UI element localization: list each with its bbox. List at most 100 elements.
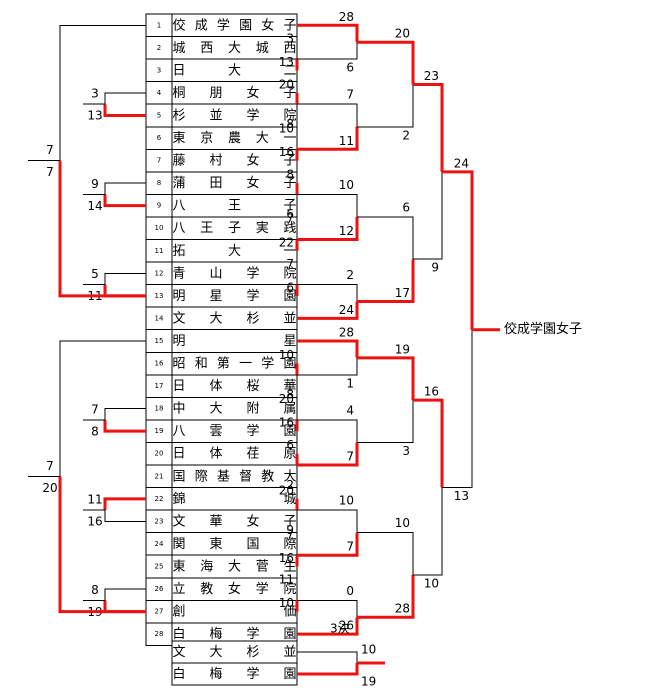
bracket-line-winner — [413, 82, 444, 172]
left-score-top: 7 — [46, 459, 54, 473]
score-top: 20 — [279, 392, 294, 406]
team-number: 23 — [155, 517, 164, 525]
score-top: 23 — [424, 69, 439, 83]
left-bracket-winner — [103, 600, 146, 614]
team-name-text: 東海大菅生 — [173, 558, 297, 574]
bracket-line-loser — [413, 487, 443, 576]
bracket-line-loser — [297, 103, 358, 127]
bracket-line-winner — [297, 617, 359, 636]
left-bracket-winner — [103, 419, 146, 433]
team-number: 21 — [155, 472, 164, 480]
bracket-line-loser — [357, 532, 414, 575]
left-bracket-loser — [104, 588, 146, 601]
bracket-line-loser — [357, 84, 414, 128]
team-name: 立教女学院 — [173, 581, 297, 597]
bracket-line-loser — [297, 599, 358, 618]
score-bottom: 2 — [402, 128, 410, 142]
team-number: 14 — [155, 314, 164, 322]
team-name-text: 八王子実践 — [173, 220, 297, 236]
left-score-top: 5 — [91, 267, 99, 281]
team-name: 城西大城西 — [173, 41, 297, 56]
bracket-line-winner — [357, 259, 415, 304]
left-bracket-loser — [104, 510, 146, 522]
team-name: 東海大菅生 — [173, 558, 297, 574]
score-bottom: 10 — [279, 596, 294, 610]
left-score-top: 7 — [46, 143, 54, 157]
left-bracket-winner — [103, 194, 146, 208]
score-bottom: 3 — [402, 444, 410, 458]
score-top: 10 — [339, 494, 354, 508]
team-number: 3 — [157, 66, 161, 74]
team-number: 7 — [157, 157, 161, 165]
team-number: 9 — [157, 202, 161, 210]
champion-name: 佼成学園女子 — [504, 321, 582, 337]
team-number: 27 — [155, 608, 164, 616]
bracket-line-loser — [297, 284, 358, 302]
score-top: 28 — [339, 10, 354, 24]
score-bottom: 6 — [346, 61, 354, 75]
score-bottom: 11 — [339, 134, 354, 148]
team-number: 26 — [155, 585, 164, 593]
bracket-line-loser — [413, 171, 443, 260]
bracket-line-loser — [297, 357, 358, 376]
team-number: 10 — [155, 224, 164, 232]
third-place-loser-line — [297, 651, 358, 663]
score-top: 4 — [346, 403, 354, 417]
team-number: 13 — [155, 292, 164, 300]
bracket-line-winner — [297, 442, 359, 467]
score-bottom: 22 — [279, 235, 294, 249]
left-bracket-loser — [104, 408, 146, 420]
left-score-top: 3 — [91, 87, 99, 101]
bracket-line-loser — [442, 329, 473, 489]
score-top: 7 — [346, 88, 354, 102]
team-number: 20 — [155, 450, 164, 458]
team-name: 八王子実践 — [173, 220, 297, 236]
score-bottom: 9 — [431, 261, 439, 275]
team-number: 5 — [157, 111, 161, 119]
team-number: 6 — [157, 134, 162, 142]
bracket-line-winner — [357, 40, 415, 85]
score-top: 6 — [402, 200, 410, 214]
team-number: 22 — [155, 495, 164, 503]
score-top: 11 — [279, 573, 294, 587]
team-number: 24 — [155, 540, 164, 548]
score-bottom: 26 — [339, 619, 354, 633]
bracket-line-loser — [297, 509, 358, 533]
score-bottom: 9 — [286, 523, 294, 537]
score-bottom: 7 — [346, 450, 354, 464]
team-name-text: 城西大城西 — [173, 41, 297, 56]
team-name-text: 東京農大一 — [173, 130, 297, 146]
score-bottom: 8 — [286, 388, 294, 402]
team-number: 19 — [155, 427, 164, 435]
bracket-line-loser — [297, 419, 358, 443]
score-top: 6 — [286, 438, 294, 452]
team-number: 16 — [155, 360, 164, 368]
score-top: 8 — [286, 168, 294, 182]
bracket-line-winner — [357, 356, 415, 401]
score-bottom: 13 — [454, 489, 469, 503]
score-bottom: 13 — [279, 55, 294, 69]
left-bracket-winner — [103, 284, 146, 298]
bracket-line-winner — [297, 339, 359, 358]
team-number: 4 — [157, 89, 162, 97]
left-score-bottom: 20 — [42, 481, 57, 495]
team-number: 2 — [157, 44, 161, 52]
score-bottom: 16 — [279, 551, 294, 565]
score-bottom: 17 — [395, 286, 410, 300]
bracket-line-loser — [297, 193, 358, 217]
bracket-line-loser — [357, 216, 414, 260]
third-place-winner-line — [297, 663, 359, 676]
score-bottom: 6 — [286, 207, 294, 221]
score-bottom: 2 — [286, 478, 294, 492]
left-score-top: 7 — [91, 402, 99, 416]
left-bracket-loser — [104, 182, 146, 195]
score-top: 10 — [395, 516, 410, 530]
bracket-line-winner — [357, 574, 415, 619]
team-number: 28 — [155, 630, 164, 638]
score-top: 28 — [339, 325, 354, 339]
bracket-line-winner — [297, 126, 359, 151]
left-bracket-loser — [104, 92, 146, 105]
third-place-score: 10 — [361, 643, 376, 657]
score-bottom: 12 — [339, 224, 354, 238]
team-number: 25 — [155, 562, 164, 570]
